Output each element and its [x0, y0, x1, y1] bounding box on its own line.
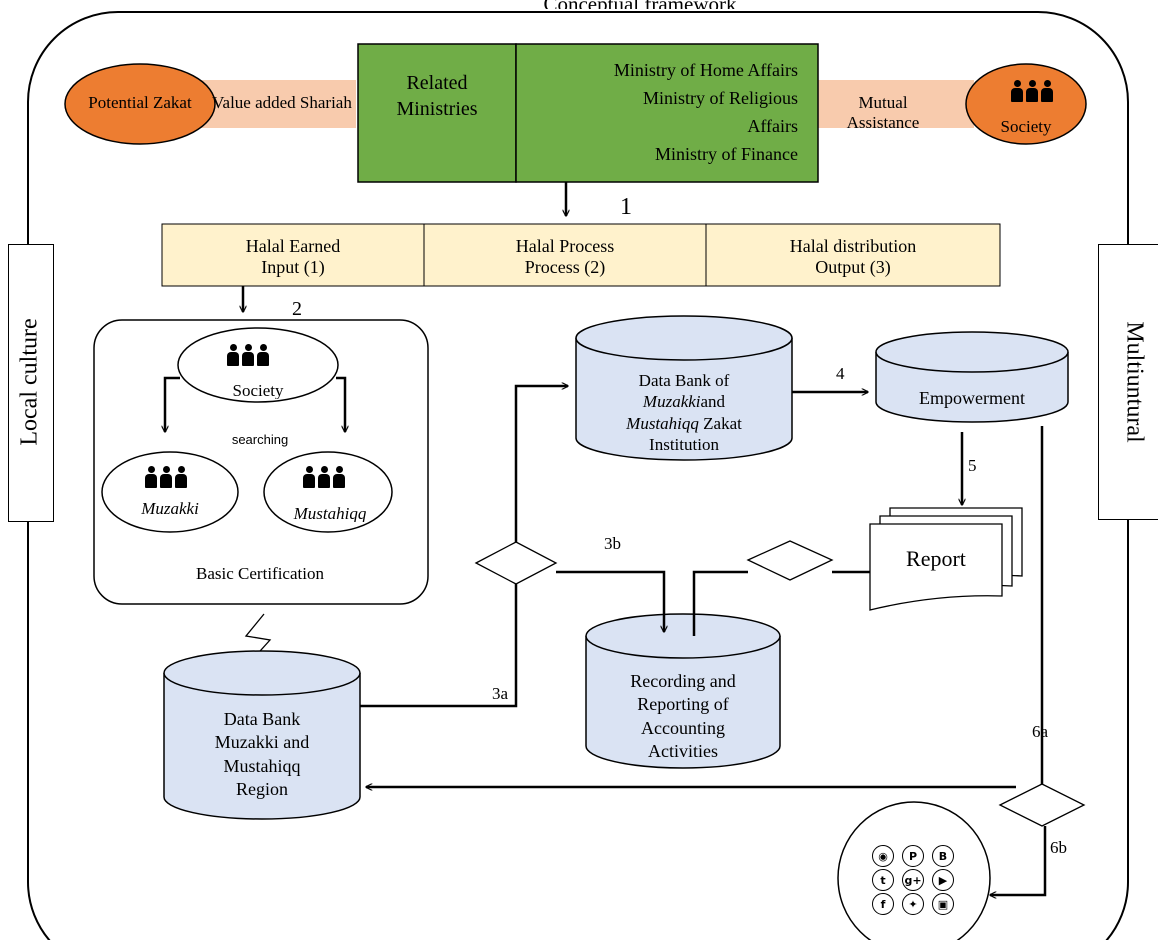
tumblr-icon: t [872, 869, 894, 891]
report-document-stack [869, 507, 1023, 611]
report-label: Report [906, 546, 966, 571]
mustahiqq-ellipse [263, 451, 393, 533]
mutual-assistance-band [818, 80, 974, 128]
facebook-icon: f [872, 893, 894, 915]
recording-cylinder [585, 613, 781, 769]
mustahiqq-label: Mustahiqq [293, 504, 367, 522]
ministry-line-2: Ministry of Religious [642, 88, 798, 108]
decision-diamond-left [474, 541, 558, 585]
ministry-line-1: Ministry of Home Affairs [613, 60, 798, 80]
step-1-label: 1 [620, 194, 632, 220]
related-ministries-label: Related Ministries [396, 72, 478, 120]
step-4-label: 4 [836, 364, 845, 383]
step-6b-label: 6b [1050, 838, 1067, 857]
muzakki-ellipse [101, 451, 239, 533]
society-top-people-icon [1011, 80, 1053, 104]
halal-distribution-box [705, 223, 1001, 287]
ministry-line-3: Affairs [747, 116, 798, 136]
blogger-icon: B [932, 845, 954, 867]
data-bank-institution-label: Data Bank of Muzakkiand Mustahiqq Zakat … [626, 371, 742, 454]
step-3a-label: 3a [492, 684, 509, 703]
diagram-title: Conceptual framework [440, 0, 840, 9]
decision-diamond-right [746, 540, 834, 581]
lightning-icon [244, 613, 272, 661]
halal-earned-box [161, 223, 425, 287]
data-bank-region-cylinder [163, 650, 361, 820]
decision-diamond-bottom [998, 783, 1086, 827]
step-3b-label: 3b [604, 534, 621, 553]
mutual-assistance-label: Mutual Assistance [846, 93, 920, 128]
data-bank-institution-cylinder [575, 315, 793, 461]
ministry-line-4: Ministry of Finance [655, 144, 798, 164]
step-2-label: 2 [292, 298, 302, 320]
step-6a-label: 6a [1032, 722, 1049, 741]
searching-label: searching [231, 433, 289, 447]
pinterest-icon: P [902, 845, 924, 867]
ministries-list-box [515, 43, 819, 183]
society-top-label: Society [1000, 117, 1052, 136]
society-top-ellipse [965, 63, 1087, 145]
basic-certification-label: Basic Certification [196, 564, 324, 583]
society-people-icon [227, 344, 269, 368]
rss-icon: ◉ [872, 845, 894, 867]
related-ministries-box [357, 43, 517, 183]
instagram-icon: ▣ [932, 893, 954, 915]
value-added-label: Value added Shariah [212, 93, 352, 112]
empowerment-cylinder [875, 331, 1069, 423]
local-culture-label: Local culture [16, 318, 43, 446]
society-label: Society [232, 381, 284, 399]
multicultural-box [1098, 244, 1158, 520]
youtube-icon: ▶ [932, 869, 954, 891]
potential-zakat-label: Potential Zakat [88, 93, 192, 112]
local-culture-box [8, 244, 54, 522]
muzakki-label: Muzakki [141, 499, 199, 518]
empowerment-label: Empowerment [919, 388, 1025, 408]
googleplus-icon: g+ [902, 869, 924, 891]
mustahiqq-people-icon [303, 466, 345, 490]
twitter-icon: ✦ [902, 893, 924, 915]
step-5-label: 5 [968, 456, 977, 475]
muzakki-people-icon [145, 466, 187, 490]
multicultural-label: Multiuntural [1121, 321, 1148, 443]
potential-zakat-ellipse [64, 63, 216, 145]
